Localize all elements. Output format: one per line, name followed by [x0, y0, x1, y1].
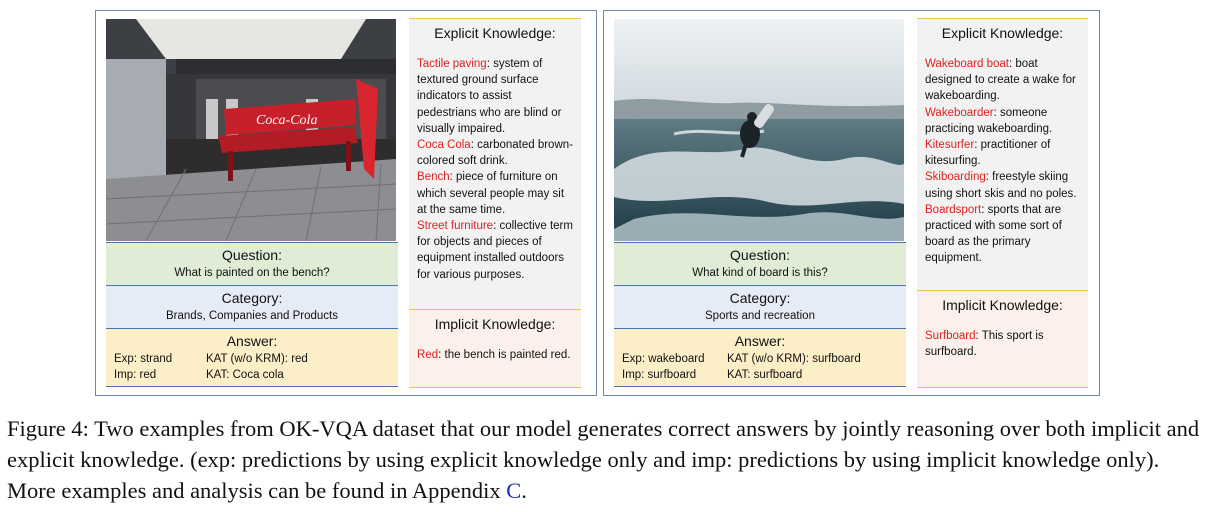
implicit-knowledge-box: Implicit Knowledge: Red: the bench is pa… [409, 309, 581, 388]
knowledge-item: Kitesurfer: practitioner of kitesurfing. [925, 137, 1080, 169]
explicit-knowledge-title: Explicit Knowledge: [941, 25, 1064, 41]
knowledge-item: Street furniture: collective term for ob… [417, 218, 573, 283]
explicit-knowledge-title: Explicit Knowledge: [434, 25, 556, 41]
category-label: Category: [729, 290, 791, 306]
answer-kat-wo-krm: KAT (w/o KRM): surfboard [727, 353, 861, 365]
knowledge-term: Kitesurfer [925, 139, 975, 152]
answer-grid: Exp: wakeboard KAT (w/o KRM): surfboard I… [622, 351, 861, 383]
knowledge-definition: : sports that are practiced with some so… [925, 203, 1062, 265]
knowledge-term: Boardsport [925, 203, 982, 216]
knowledge-definition: : practitioner of kitesurfing. [925, 139, 1051, 168]
figure-caption: Figure 4: Two examples from OK-VQA datas… [7, 413, 1211, 506]
knowledge-term: Coca Cola [417, 139, 471, 152]
knowledge-item: Coca Cola: carbonated brown-colored soft… [417, 137, 573, 169]
knowledge-item: Wakeboarder: someone practicing wakeboar… [925, 105, 1080, 137]
answer-exp: Exp: wakeboard [622, 353, 705, 365]
implicit-knowledge-box: Implicit Knowledge: Surfboard: This spor… [917, 290, 1088, 388]
knowledge-definition: : piece of furniture on which several pe… [417, 171, 565, 216]
knowledge-item: Surfboard: This sport is surfboard. [925, 328, 1080, 360]
knowledge-term: Red [417, 349, 439, 361]
bench-image: Coca-Cola [106, 19, 396, 241]
answer-box: Answer: Exp: strand KAT (w/o KRM): red Im… [106, 329, 398, 387]
knowledge-term: Surfboard [925, 330, 976, 342]
answer-imp: Imp: surfboard [622, 369, 697, 381]
bench-logo-text: Coca-Cola [256, 113, 317, 128]
implicit-knowledge-title: Implicit Knowledge: [942, 297, 1063, 313]
question-text: What kind of board is this? [692, 267, 828, 279]
answer-box: Answer: Exp: wakeboard KAT (w/o KRM): sur… [614, 329, 906, 387]
answer-grid: Exp: strand KAT (w/o KRM): red Imp: red KA… [114, 351, 308, 383]
knowledge-definition: : freestyle skiing using short skis and … [925, 171, 1077, 200]
knowledge-item: Red: the bench is painted red. [417, 347, 573, 363]
explicit-knowledge-box: Explicit Knowledge: Wakeboard boat: boat… [917, 18, 1088, 290]
wakeboard-photo [614, 19, 904, 241]
answer-kat-wo-krm: KAT (w/o KRM): red [206, 353, 308, 365]
answer-kat: KAT: Coca cola [206, 369, 284, 381]
answer-exp: Exp: strand [114, 353, 173, 365]
knowledge-term: Skiboarding [925, 171, 986, 184]
knowledge-item: Bench: piece of furniture on which sever… [417, 169, 573, 218]
question-box: Question: What is painted on the bench? [106, 242, 398, 286]
caption-text: Figure 4: Two examples from OK-VQA datas… [7, 416, 1200, 503]
question-text: What is painted on the bench? [174, 267, 330, 279]
knowledge-item: Skiboarding: freestyle skiing using shor… [925, 169, 1080, 201]
example-panel-right: Question: What kind of board is this? Ca… [603, 10, 1100, 396]
knowledge-definition: : This sport is surfboard. [925, 330, 1044, 359]
category-box: Category: Sports and recreation [614, 286, 906, 329]
category-text: Sports and recreation [705, 310, 815, 322]
knowledge-definition: : someone practicing wakeboarding. [925, 106, 1053, 135]
category-box: Category: Brands, Companies and Products [106, 286, 398, 329]
knowledge-item: Wakeboard boat: boat designed to create … [925, 56, 1080, 105]
wakeboard-image [614, 19, 904, 241]
knowledge-definition: : the bench is painted red. [438, 349, 571, 361]
knowledge-term: Bench [417, 171, 450, 184]
implicit-knowledge-title: Implicit Knowledge: [434, 316, 556, 332]
knowledge-definition: : system of textured ground surface indi… [417, 58, 562, 135]
knowledge-item: Tactile paving: system of textured groun… [417, 56, 573, 137]
answer-row: Exp: wakeboard KAT (w/o KRM): surfboard [622, 351, 861, 367]
bench-photo: Coca-Cola [106, 19, 396, 241]
answer-kat: KAT: surfboard [727, 369, 803, 381]
knowledge-term: Wakeboard boat [925, 58, 1009, 70]
question-box: Question: What kind of board is this? [614, 242, 906, 286]
appendix-link[interactable]: C [506, 478, 522, 503]
knowledge-definition: : boat designed to create a wake for wak… [925, 58, 1076, 103]
answer-row: Imp: surfboard KAT: surfboard [622, 367, 861, 383]
knowledge-item: Boardsport: sports that are practiced wi… [925, 202, 1080, 267]
category-label: Category: [221, 290, 283, 306]
knowledge-term: Tactile paving [417, 58, 487, 70]
answer-row: Imp: red KAT: Coca cola [114, 367, 308, 383]
category-text: Brands, Companies and Products [166, 310, 338, 322]
answer-row: Exp: strand KAT (w/o KRM): red [114, 351, 308, 367]
answer-label: Answer: [226, 333, 278, 349]
knowledge-term: Wakeboarder [925, 106, 994, 119]
caption-end: . [521, 478, 527, 503]
example-panel-left: Coca-Cola Question: What is painted on t… [95, 10, 597, 396]
question-label: Question: [730, 247, 790, 263]
explicit-knowledge-box: Explicit Knowledge: Tactile paving: syst… [409, 18, 581, 309]
knowledge-definition: : carbonated brown-colored soft drink. [417, 139, 573, 168]
knowledge-term: Street furniture [417, 220, 494, 233]
knowledge-definition: : collective term for objects and pieces… [417, 220, 573, 281]
question-label: Question: [222, 247, 282, 263]
answer-imp: Imp: red [114, 369, 157, 381]
answer-label: Answer: [734, 333, 786, 349]
